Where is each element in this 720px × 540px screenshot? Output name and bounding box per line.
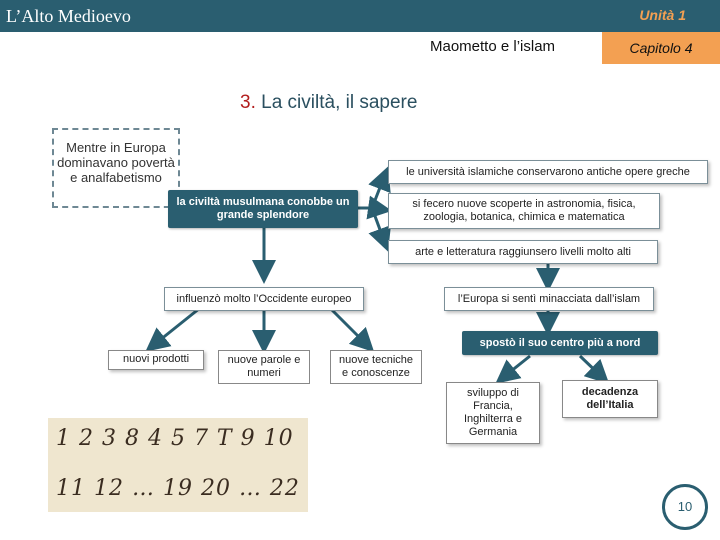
numerals-row-1: 1 2 3 8 4 5 7 T 9 10 xyxy=(56,426,294,451)
top-bar: L’Alto Medioevo Unità 1 xyxy=(0,0,720,32)
influence-item-techniques: nuove tecniche e conoscenze xyxy=(330,350,422,384)
intro-box: Mentre in Europa dominavano povertà e an… xyxy=(52,128,180,208)
main-concept-box: la civiltà musulmana conobbe un grande s… xyxy=(168,190,358,228)
threat-box: l’Europa si sentì minacciata dall’islam xyxy=(444,287,654,311)
page-number: 10 xyxy=(662,484,708,530)
branch-box-greek-works: le università islamiche conservarono ant… xyxy=(388,160,708,184)
numerals-row-2: 11 12 … 19 20 … 22 xyxy=(56,476,300,501)
book-title: L’Alto Medioevo xyxy=(6,6,131,26)
unit-label: Unità 1 xyxy=(639,7,686,23)
chapter-title: Maometto e l’islam xyxy=(430,38,556,55)
shift-item-north: sviluppo di Francia, Inghilterra e Germa… xyxy=(446,382,540,444)
arabic-numerals-illustration: 1 2 3 8 4 5 7 T 9 10 11 12 … 19 20 … 22 xyxy=(48,418,308,512)
branch-box-discoveries: si fecero nuove scoperte in astronomia, … xyxy=(388,193,660,229)
section-title: La civiltà, il sapere xyxy=(261,92,418,113)
section-heading: 3. La civiltà, il sapere xyxy=(240,92,417,114)
shift-item-italy: decadenza dell’Italia xyxy=(562,380,658,418)
influence-box: influenzò molto l’Occidente europeo xyxy=(164,287,364,311)
influence-item-words: nuove parole e numeri xyxy=(218,350,310,384)
influence-item-products: nuovi prodotti xyxy=(108,350,204,370)
section-number: 3. xyxy=(240,92,256,113)
branch-box-arts: arte e letteratura raggiunsero livelli m… xyxy=(388,240,658,264)
chapter-tab: Capitolo 4 xyxy=(602,32,720,64)
shift-box: spostò il suo centro più a nord xyxy=(462,331,658,355)
